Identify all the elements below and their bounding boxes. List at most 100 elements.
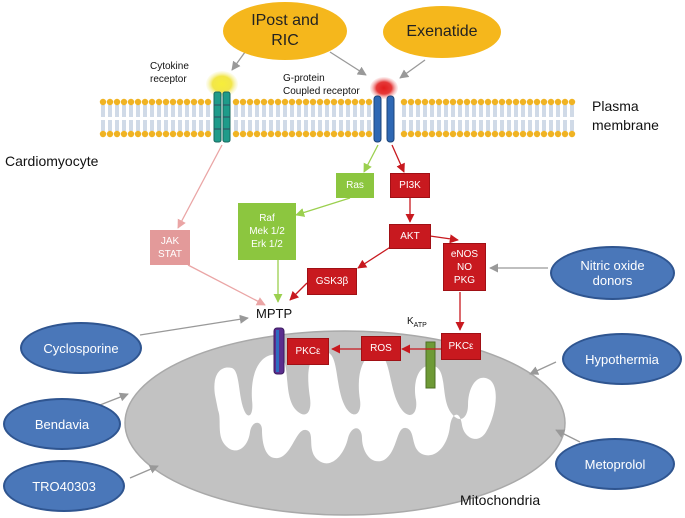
lipid-tail: [353, 105, 357, 117]
cytokine-receptor-label: Cytokine receptor: [150, 61, 189, 85]
lipid-head: [141, 130, 149, 138]
arrow-ipost-gpcr: [329, 51, 367, 76]
lipid-head: [183, 130, 191, 138]
arrow-gsk-mptp: [289, 282, 308, 301]
lipid-tail: [542, 105, 546, 117]
lipid-head: [232, 130, 240, 138]
pi3k-box: PI3K: [390, 173, 430, 198]
lipid-tail: [437, 105, 441, 117]
lipid-tail: [521, 120, 525, 131]
lipid-head: [155, 130, 163, 138]
lipid-tail: [276, 120, 280, 131]
lipid-tail: [248, 120, 252, 131]
lipid-head: [470, 130, 478, 138]
lipid-tail: [143, 105, 147, 117]
metoprolol-label: Metoprolol: [584, 456, 646, 472]
lipid-tail: [136, 120, 140, 131]
exenatide-oval: Exenatide: [383, 6, 501, 58]
lipid-tail: [423, 120, 427, 131]
lipid-head: [358, 130, 366, 138]
plasma-membrane-label: Plasma membrane: [592, 98, 659, 133]
lipid-head: [526, 130, 534, 138]
ras-box: Ras: [336, 173, 374, 198]
lipid-head: [302, 130, 310, 138]
lipid-head: [484, 130, 492, 138]
lipid-tail: [409, 105, 413, 117]
lipid-tail: [563, 120, 567, 131]
hypothermia-label: Hypothermia: [585, 351, 659, 367]
lipid-tail: [458, 120, 462, 131]
lipid-head: [428, 130, 436, 138]
lipid-head: [365, 130, 373, 138]
lipid-tail: [234, 105, 238, 117]
lipid-tail: [353, 120, 357, 131]
lipid-tail: [486, 105, 490, 117]
lipid-tail: [346, 120, 350, 131]
lipid-head: [260, 98, 268, 106]
lipid-tail: [416, 105, 420, 117]
lipid-tail: [185, 120, 189, 131]
lipid-tail: [430, 120, 434, 131]
lipid-tail: [178, 105, 182, 117]
lipid-head: [113, 98, 121, 106]
lipid-head: [134, 130, 142, 138]
exenatide-label: Exenatide: [406, 23, 478, 40]
lipid-tail: [430, 105, 434, 117]
gsk3b-box: GSK3β: [307, 268, 357, 295]
lipid-tail: [283, 120, 287, 131]
lipid-head: [197, 130, 205, 138]
lipid-head: [442, 130, 450, 138]
lipid-tail: [143, 120, 147, 131]
lipid-head: [358, 98, 366, 106]
lipid-tail: [465, 120, 469, 131]
lipid-head: [484, 98, 492, 106]
ipost-ric-oval: IPost and RIC: [223, 2, 347, 60]
gpcr-label: G-protein Coupled receptor: [283, 73, 360, 97]
lipid-head: [414, 130, 422, 138]
lipid-head: [477, 98, 485, 106]
lipid-head: [407, 98, 415, 106]
lipid-tail: [549, 120, 553, 131]
lipid-tail: [451, 105, 455, 117]
lipid-tail: [507, 105, 511, 117]
lipid-head: [449, 98, 457, 106]
lipid-tail: [311, 105, 315, 117]
arrow-gpcr-pi3k: [391, 144, 405, 173]
lipid-tail: [262, 120, 266, 131]
lipid-head: [463, 98, 471, 106]
lipid-tail: [465, 105, 469, 117]
lipid-tail: [206, 120, 210, 131]
lipid-head: [407, 130, 415, 138]
lipid-head: [519, 130, 527, 138]
lipid-head: [498, 130, 506, 138]
lipid-head: [204, 98, 212, 106]
lipid-head: [428, 98, 436, 106]
lipid-tail: [451, 120, 455, 131]
lipid-tail: [150, 120, 154, 131]
lipid-tail: [514, 105, 518, 117]
lipid-tail: [437, 120, 441, 131]
lipid-head: [554, 98, 562, 106]
lipid-tail: [563, 105, 567, 117]
lipid-head: [127, 98, 135, 106]
lipid-head: [344, 130, 352, 138]
lipid-tail: [255, 120, 259, 131]
arrow-bendavia: [99, 392, 129, 406]
lipid-head: [99, 130, 107, 138]
lipid-tail: [318, 105, 322, 117]
lipid-head: [337, 98, 345, 106]
lipid-head: [421, 98, 429, 106]
lipid-tail: [283, 105, 287, 117]
lipid-head: [288, 98, 296, 106]
lipid-head: [253, 98, 261, 106]
lipid-head: [414, 98, 422, 106]
lipid-tail: [122, 120, 126, 131]
lipid-head: [253, 130, 261, 138]
lipid-head: [106, 130, 114, 138]
cardiomyocyte-label: Cardiomyocyte: [5, 153, 99, 169]
lipid-tail: [255, 105, 259, 117]
gpcr-receptor: [370, 77, 398, 143]
lipid-tail: [416, 120, 420, 131]
lipid-head: [99, 98, 107, 106]
akt-box: AKT: [389, 224, 431, 249]
